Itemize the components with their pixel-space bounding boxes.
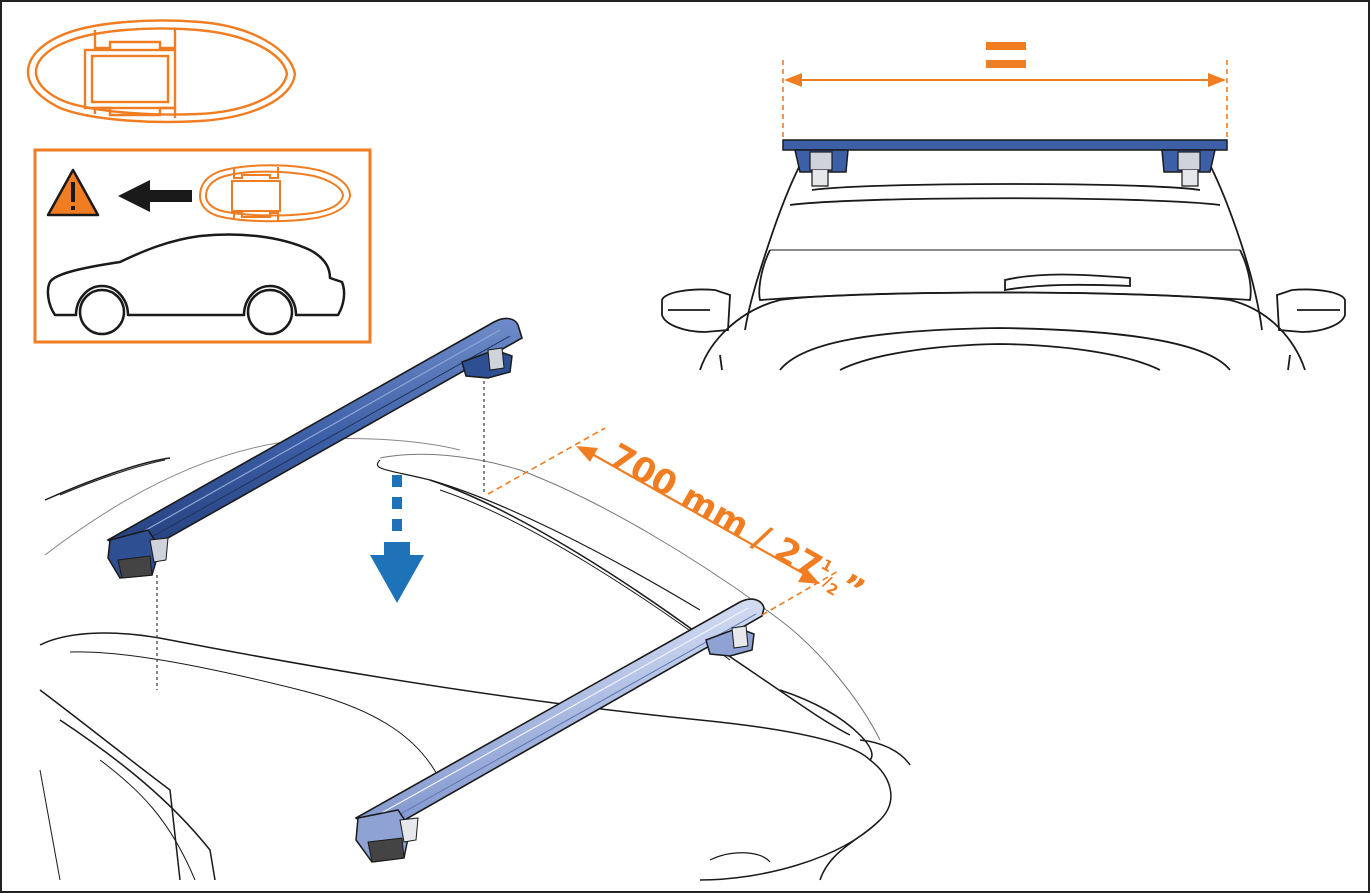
car-side-icon (46, 233, 346, 336)
down-arrow-icon (370, 475, 424, 603)
spacing-dimension (487, 427, 841, 616)
equal-distance-dimension (782, 60, 1228, 138)
roof-bar-rear-view (782, 139, 1228, 187)
foot-rear-left (355, 809, 419, 863)
foot-left (794, 149, 849, 187)
warning-box (33, 148, 372, 344)
left-arrow-icon (118, 180, 192, 212)
foot-front-left (107, 529, 169, 579)
rear-view-car (661, 164, 1346, 371)
foot-front-right (461, 347, 513, 379)
foot-rear-right (705, 625, 755, 657)
foot-right (1161, 149, 1216, 187)
bar-profile-small-icon (198, 164, 352, 223)
roof-bar-rear (354, 598, 765, 863)
bar-profile-icon (26, 19, 297, 124)
equal-sign-icon (986, 42, 1026, 68)
roof-bar-front (106, 317, 523, 579)
warning-triangle-icon (46, 168, 100, 217)
placement-guides (156, 375, 485, 690)
spacing-separator: / (746, 517, 777, 559)
